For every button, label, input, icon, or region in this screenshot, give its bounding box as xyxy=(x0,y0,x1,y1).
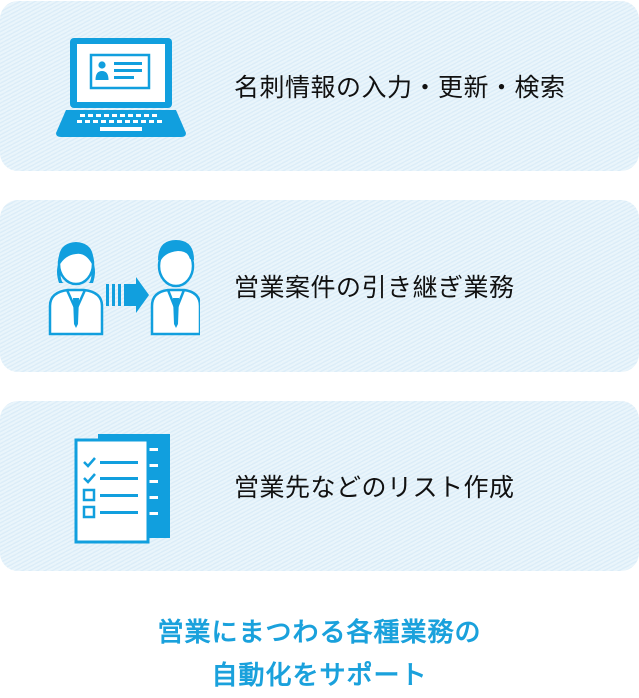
checklist-document-icon xyxy=(40,426,200,546)
feature-card-list-creation: 営業先などのリスト作成 xyxy=(0,401,639,571)
tagline: 営業にまつわる各種業務の 自動化をサポート xyxy=(0,612,639,698)
tagline-line-1: 営業にまつわる各種業務の xyxy=(157,618,482,648)
handover-people-icon xyxy=(40,226,200,346)
feature-label: 名刺情報の入力・更新・検索 xyxy=(234,73,566,102)
tagline-line-2: 自動化をサポート xyxy=(211,661,428,691)
feature-label: 営業案件の引き継ぎ業務 xyxy=(234,273,515,302)
feature-card-card-input: 名刺情報の入力・更新・検索 xyxy=(0,1,639,171)
laptop-business-card-icon xyxy=(40,26,200,146)
feature-card-handover: 営業案件の引き継ぎ業務 xyxy=(0,200,639,372)
feature-label: 営業先などのリスト作成 xyxy=(234,473,515,502)
